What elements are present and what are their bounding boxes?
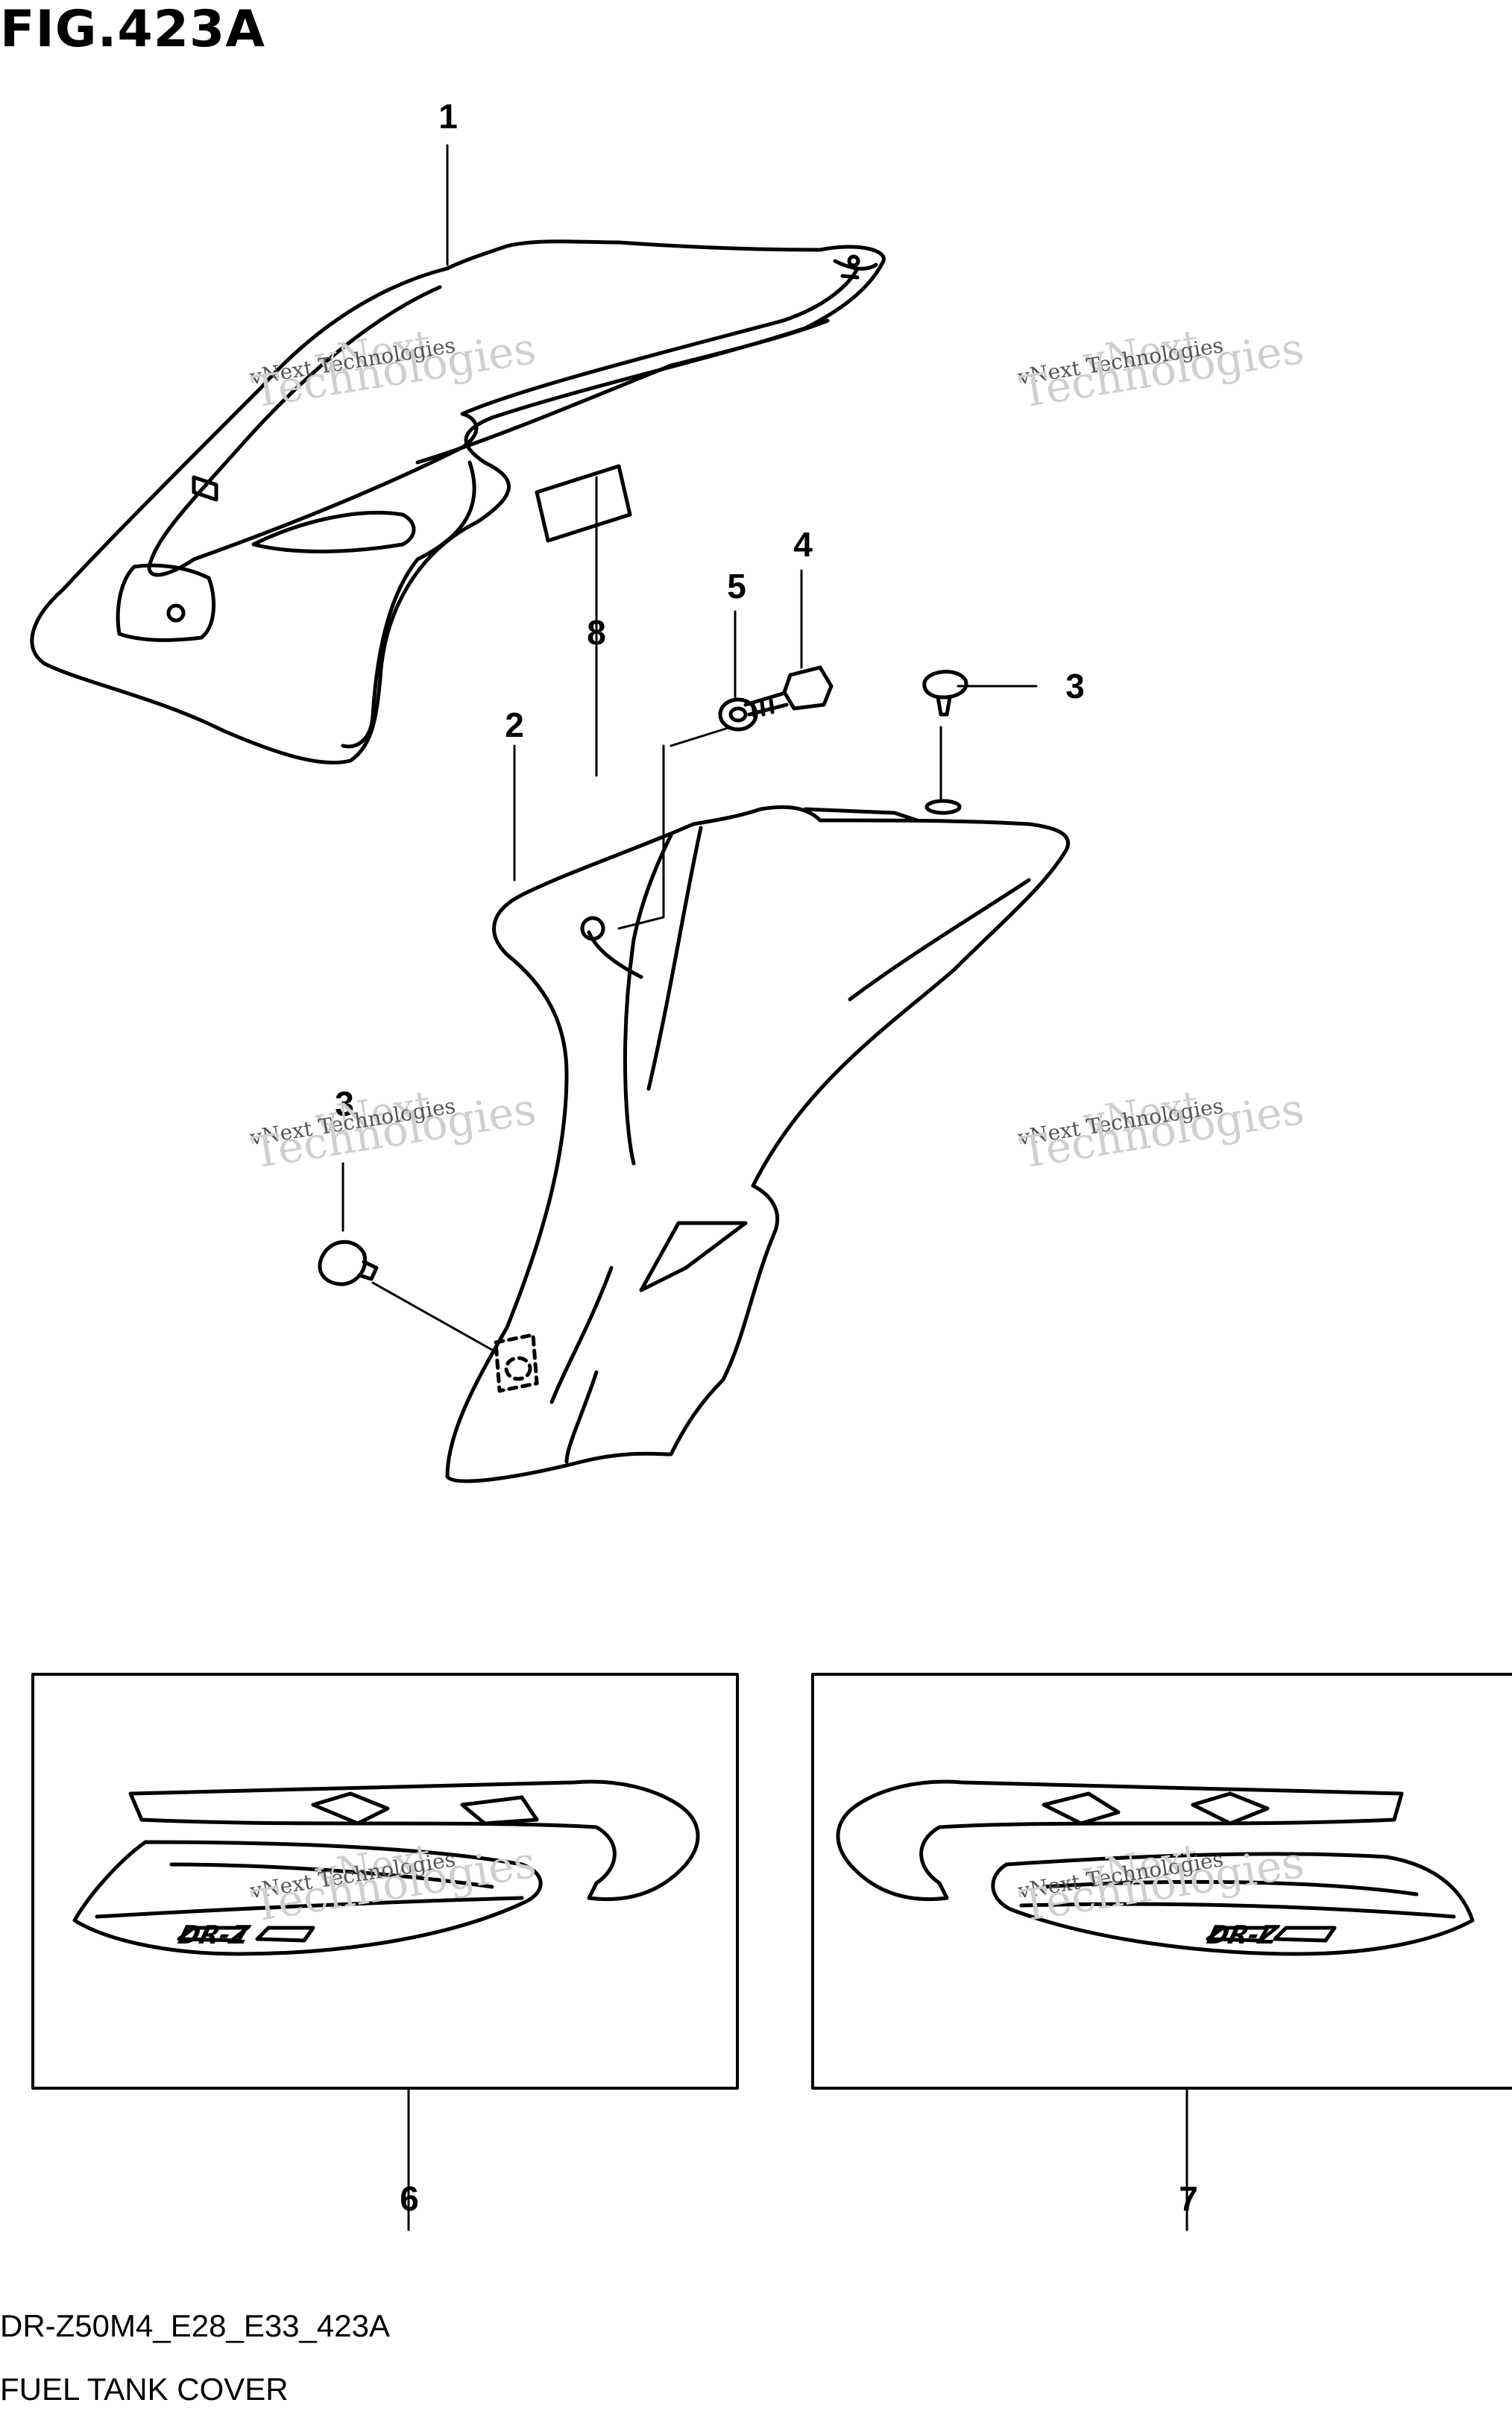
part-8-pad — [535, 464, 632, 543]
part-3-clip-lower — [318, 1239, 379, 1286]
model-code: DR-Z50M4_E28_E33_423A — [0, 2308, 390, 2343]
part-7-decal-set — [811, 1673, 1512, 2090]
callout-1: 1 — [438, 97, 458, 136]
callout-5: 5 — [727, 567, 746, 606]
callout-6: 6 — [400, 2179, 419, 2218]
part-2-hidden-mount — [494, 1333, 539, 1393]
part-4-bolt — [743, 665, 834, 718]
decal-logo-right: DR-Z — [1203, 1920, 1282, 1950]
callout-4: 4 — [793, 525, 813, 564]
part-6-decal-set — [31, 1673, 739, 2090]
part-2-lower-cover — [445, 799, 1070, 1483]
callout-2: 2 — [505, 706, 524, 744]
callout-3-lower: 3 — [335, 1084, 354, 1123]
callout-3-upper: 3 — [1065, 667, 1085, 706]
decal-logo-left: DR-Z — [174, 1920, 253, 1950]
leader-lines — [341, 144, 1188, 2231]
figure-title: FIG.423A — [0, 0, 265, 59]
part-1-tank-cover — [30, 239, 886, 765]
callout-8: 8 — [587, 613, 606, 652]
callout-7: 7 — [1179, 2179, 1198, 2218]
part-3-clip-upper — [922, 670, 968, 717]
section-name: FUEL TANK COVER — [0, 2372, 289, 2407]
